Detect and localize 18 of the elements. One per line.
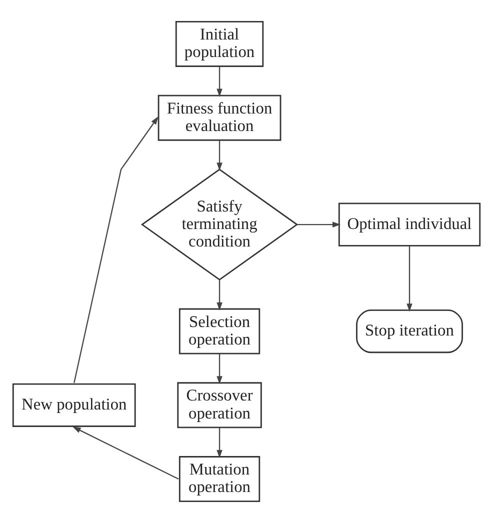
node-box: Initial population [175,20,264,66]
arrow [216,140,222,170]
arrow [216,353,222,384]
node-box: Optimal individual [338,202,481,246]
node-box: Crossover operation [177,382,262,428]
node-box: Selection operation [178,308,260,354]
node-box: Stop iteration [356,308,463,353]
arrow [216,66,222,96]
node-box: Mutation operation [178,456,260,502]
arrow [216,427,222,458]
node-box: New population [12,382,136,426]
arrow [216,279,222,310]
arrow [297,221,341,227]
node-box: Fitness function evaluation [158,94,282,140]
arrow [406,245,412,312]
arrow [72,426,179,480]
arrow [74,116,158,382]
node-diamond: Satisfy terminating condition [140,168,298,280]
